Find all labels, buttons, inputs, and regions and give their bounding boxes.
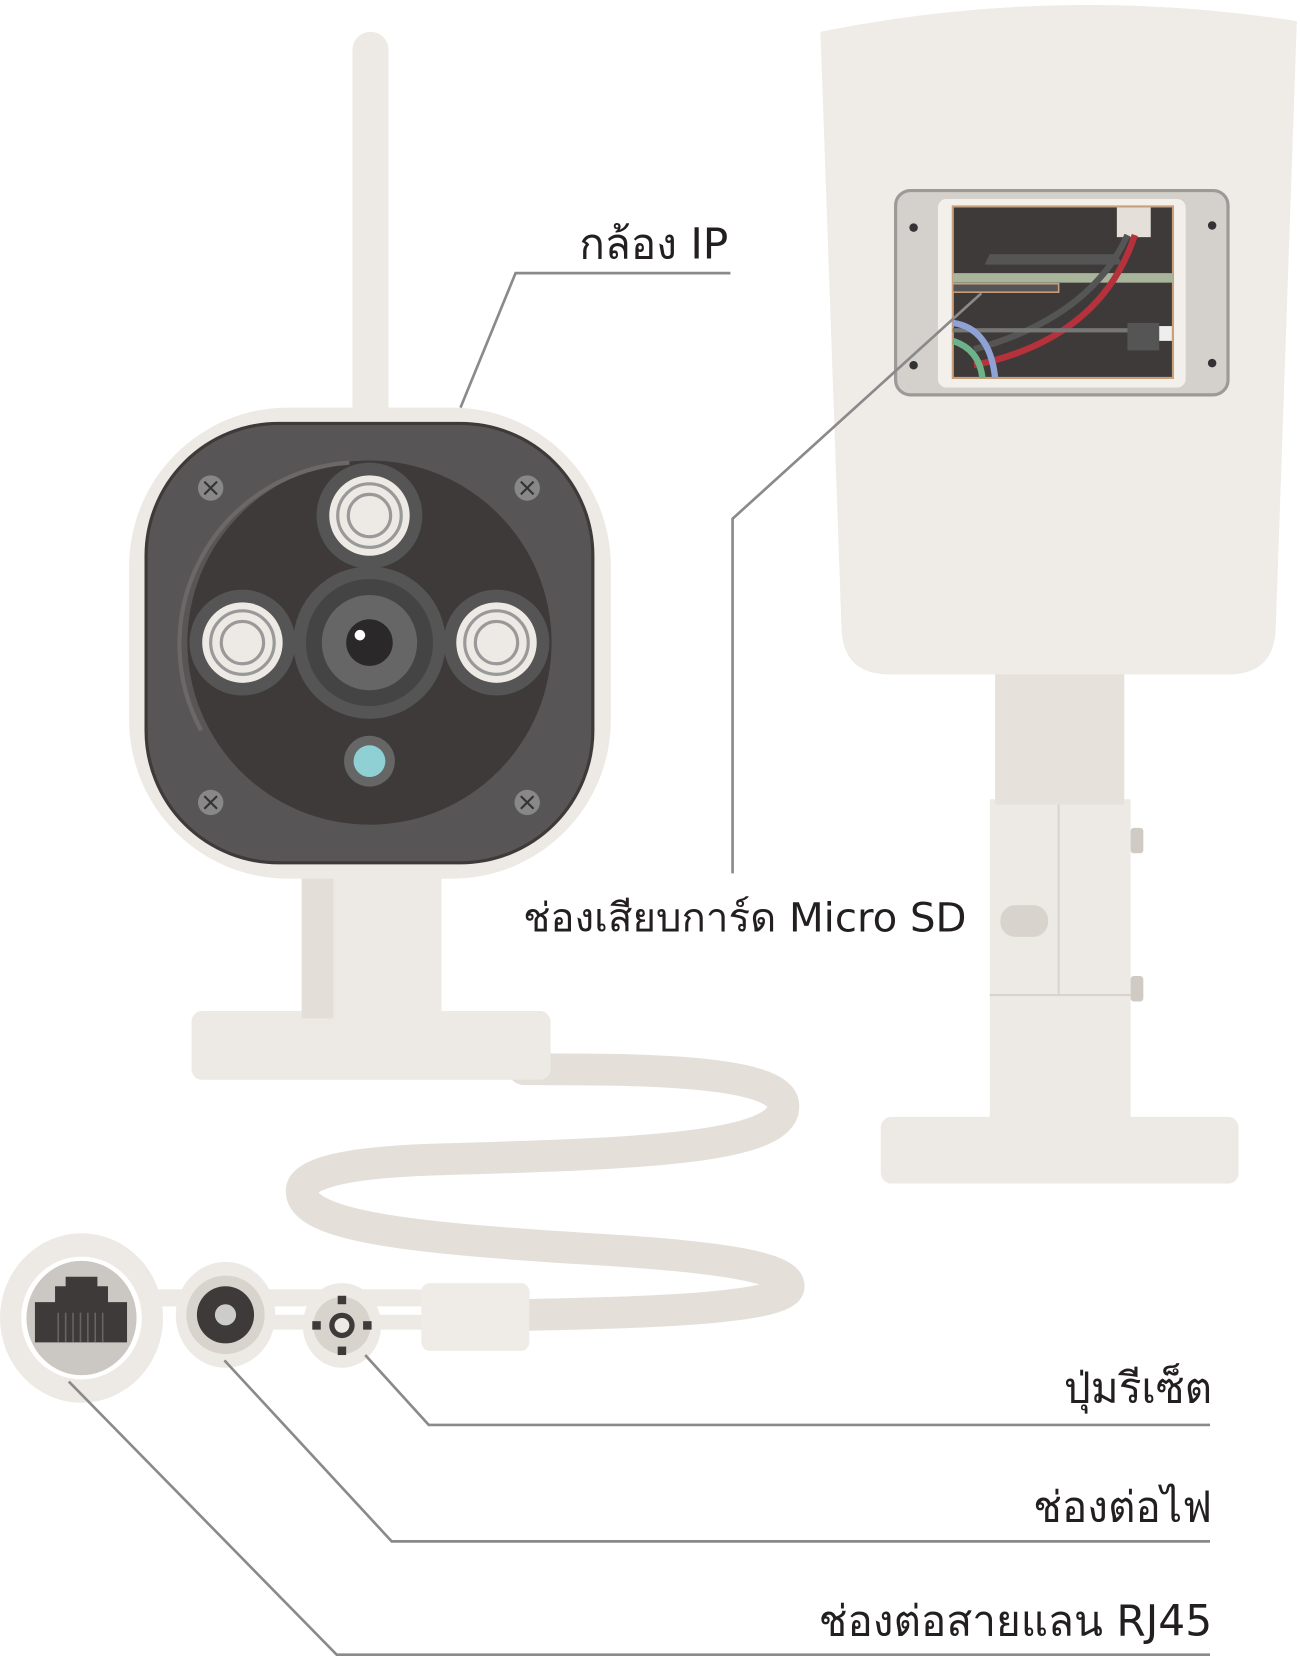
front-camera bbox=[129, 31, 611, 1080]
screw-icon bbox=[514, 475, 540, 501]
rear-pole bbox=[995, 666, 1125, 805]
ir-led bbox=[443, 589, 550, 696]
reset-button bbox=[302, 1283, 382, 1368]
screw-icon bbox=[197, 789, 224, 816]
leader-reset bbox=[364, 1354, 1211, 1427]
screw-icon bbox=[909, 223, 918, 232]
camera-cable bbox=[285, 1053, 805, 1331]
camera-lens bbox=[293, 566, 446, 719]
cable-plug bbox=[421, 1283, 530, 1351]
leader-power bbox=[223, 1359, 1211, 1543]
screw-icon bbox=[909, 360, 918, 370]
light-sensor bbox=[344, 735, 395, 787]
rear-bracket bbox=[989, 799, 1131, 1128]
rear-base bbox=[880, 1116, 1239, 1184]
screw-icon bbox=[197, 475, 224, 501]
screw-icon bbox=[1207, 221, 1217, 230]
antenna bbox=[352, 31, 389, 435]
label-power-port: ช่องต่อไฟ bbox=[1033, 1482, 1212, 1531]
micro-sd-slot bbox=[951, 282, 1060, 293]
label-lan-port: ช่องต่อสายแลน RJ45 bbox=[819, 1597, 1212, 1646]
label-reset-button: ปุ่มรีเซ็ต bbox=[1064, 1364, 1212, 1415]
rear-camera bbox=[820, 4, 1297, 1184]
ir-led bbox=[316, 462, 423, 569]
leader-ip-camera bbox=[459, 271, 731, 409]
power-port bbox=[175, 1261, 276, 1368]
bracket-bolt-bottom bbox=[1130, 976, 1144, 1002]
leader-micro-sd bbox=[731, 292, 983, 874]
bracket-bolt-top bbox=[1130, 827, 1144, 854]
rj45-port bbox=[0, 1233, 164, 1403]
leader-lan bbox=[67, 1380, 1211, 1656]
ir-led bbox=[189, 589, 296, 696]
cable-connectors bbox=[0, 1233, 530, 1403]
bracket-knob bbox=[1000, 905, 1049, 937]
screw-icon bbox=[1207, 358, 1217, 368]
front-base bbox=[191, 1010, 551, 1080]
screw-icon bbox=[514, 789, 540, 816]
pcb-board bbox=[952, 273, 1173, 283]
label-micro-sd: ช่องเสียบการ์ด Micro SD bbox=[523, 896, 966, 942]
label-ip-camera: กล้อง IP bbox=[579, 219, 728, 268]
